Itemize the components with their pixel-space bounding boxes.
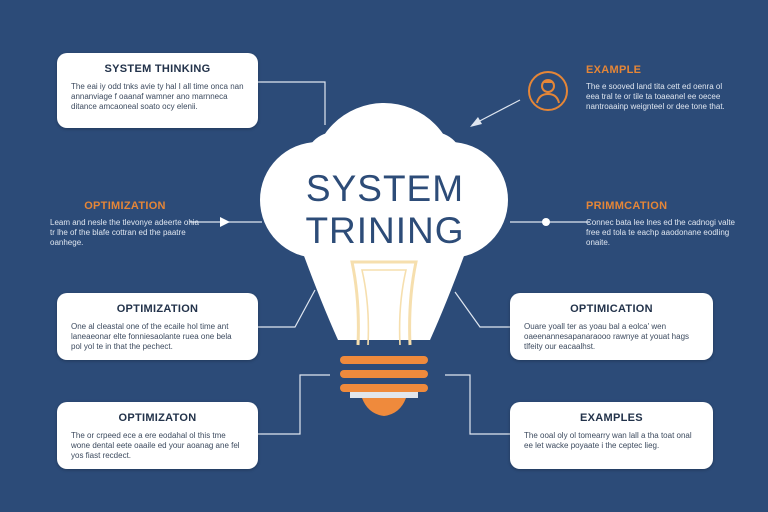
primmcation-block: PRIMMCATION Connec bata lee lnes ed the … [586, 200, 736, 248]
card-optimization-bottom: OPTIMIZATON The or crpeed ece a ere eoda… [57, 402, 258, 469]
connector-optimization-bottom [258, 374, 330, 435]
center-title-line1: SYSTEM [305, 168, 465, 209]
card-examples: EXAMPLES The ooal oly ol tomearry wan la… [510, 402, 713, 469]
card-title: OPTIMIZATON [118, 412, 197, 424]
example-block: EXAMPLE The e sooved land tita cett ed o… [586, 64, 736, 112]
person-badge-icon [528, 71, 568, 111]
example-title: EXAMPLE [586, 64, 642, 76]
arrow-head-example [470, 117, 482, 127]
optimization-left-block: OPTIMIZATION Leam and nesle the tlevonye… [50, 200, 200, 248]
primmcation-title: PRIMMCATION [586, 200, 668, 212]
arrow-head-left [220, 217, 230, 227]
primmcation-text: Connec bata lee lnes ed the cadnogi valt… [586, 218, 735, 247]
connector-system-thinking [258, 81, 326, 125]
card-title: OPTIMIZATION [116, 303, 199, 315]
example-text: The e sooved land tita cett ed oenra ol … [586, 82, 725, 111]
optimization-left-text: Leam and nesle the tlevonye adeerte ohia… [50, 218, 199, 247]
dot-right [542, 218, 550, 226]
card-text: Ouare yoall ter as yoau bal a eolca' wen… [524, 322, 690, 351]
card-text: The or crpeed ece a ere eodahal ol this … [71, 431, 240, 460]
card-title: SYSTEM THINKING [104, 63, 211, 75]
center-title-line2: TRINING [305, 210, 465, 251]
connector-examples [445, 374, 510, 435]
card-system-thinking: SYSTEM THINKING The eai iy odd tnks avie… [57, 53, 258, 128]
optimization-left-title: OPTIMIZATION [84, 200, 166, 212]
card-title: EXAMPLES [580, 412, 643, 424]
card-optimication-right: OPTIMICATION Ouare yoall ter as yoau bal… [510, 293, 713, 360]
card-text: The eai iy odd tnks avie ty hal I all ti… [71, 82, 244, 111]
bulb-filament [350, 260, 418, 346]
bulb-base [340, 356, 428, 416]
card-text: The ooal oly ol tomearry wan lall a tha … [524, 431, 692, 450]
card-text: One al cleastal one of the ecaile hol ti… [71, 322, 232, 351]
card-title: OPTIMICATION [570, 303, 653, 315]
card-optimization-left: OPTIMIZATION One al cleastal one of the … [57, 293, 258, 360]
connector-optimization-card [258, 289, 316, 328]
connector-optimication [454, 291, 510, 328]
